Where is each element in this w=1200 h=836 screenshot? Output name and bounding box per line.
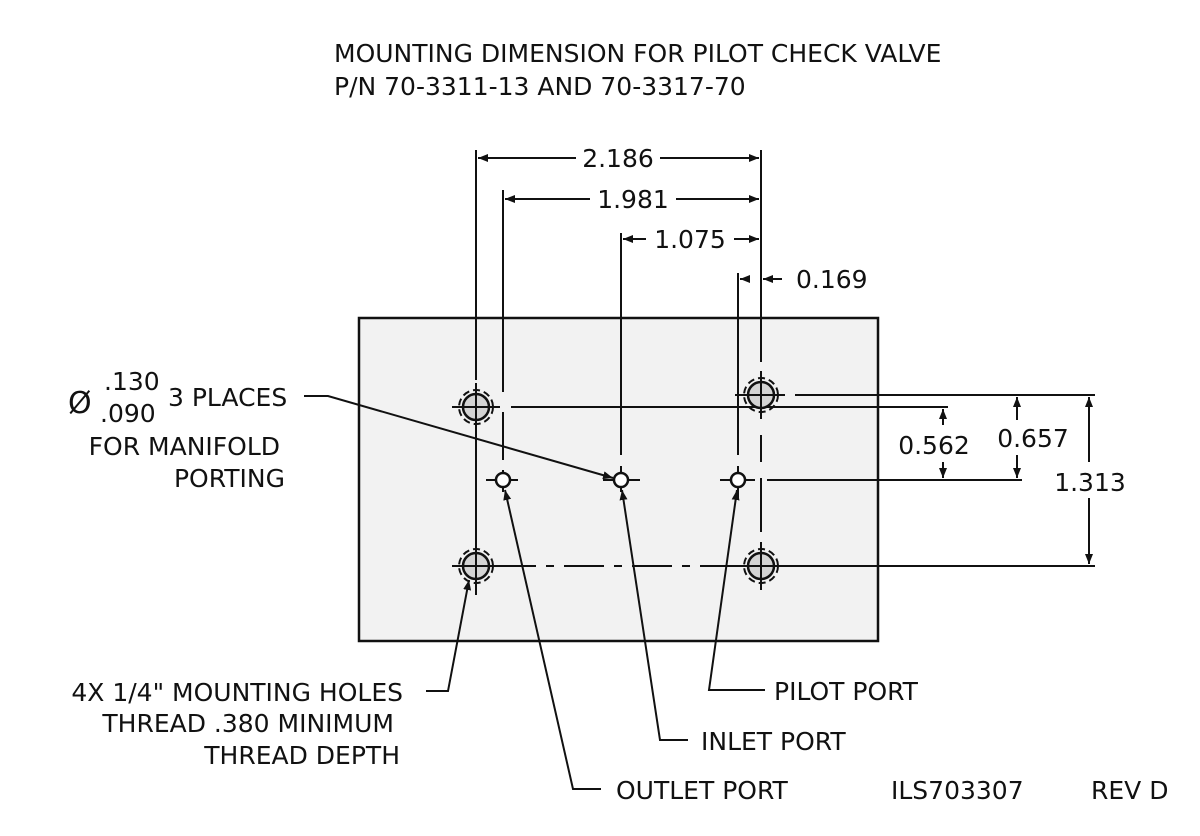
mounting-hole <box>452 542 500 590</box>
mounting-hole <box>737 371 785 419</box>
mounting-line-1: 4X 1/4" MOUNTING HOLES <box>71 678 403 707</box>
dim-label: 0.562 <box>898 431 970 460</box>
mounting-hole-callout: 4X 1/4" MOUNTING HOLES THREAD .380 MINIM… <box>71 579 472 770</box>
outlet-port-hole <box>494 471 512 489</box>
dimension-1075: 1.075 <box>623 225 759 254</box>
manifold-label: FOR MANIFOLD <box>89 432 280 461</box>
dim-label: 1.981 <box>597 185 669 214</box>
title-line-1: MOUNTING DIMENSION FOR PILOT CHECK VALVE <box>334 39 941 68</box>
dimension-0562: 0.562 <box>898 409 970 478</box>
dim-label: 0.657 <box>997 424 1069 453</box>
pilot-port-label: PILOT PORT <box>774 677 919 706</box>
inlet-port-callout: INLET PORT <box>619 489 846 756</box>
dimension-0169: 0.169 <box>740 265 868 294</box>
lower-tolerance: .090 <box>100 399 156 428</box>
dimension-1313: 1.313 <box>1054 397 1126 564</box>
porting-label: PORTING <box>174 464 285 493</box>
places-label: 3 PLACES <box>168 383 287 412</box>
drawing-number: ILS703307 <box>891 776 1024 805</box>
pilot-port-hole <box>729 471 747 489</box>
dimension-2186: 2.186 <box>478 144 759 173</box>
inlet-port-hole <box>612 471 630 489</box>
mounting-line-3: THREAD DEPTH <box>203 741 400 770</box>
mounting-holes <box>452 371 785 590</box>
mounting-hole <box>737 542 785 590</box>
outlet-port-callout: OUTLET PORT <box>503 489 788 805</box>
dimension-0657: 0.657 <box>997 397 1069 478</box>
outlet-port-label: OUTLET PORT <box>616 776 788 805</box>
diameter-symbol: Ø <box>68 386 92 421</box>
pilot-port-callout: PILOT PORT <box>707 489 919 706</box>
port-diameter-callout: Ø .130 .090 3 PLACES FOR MANIFOLD PORTIN… <box>68 367 614 493</box>
dimension-1981: 1.981 <box>505 185 759 214</box>
mounting-line-2: THREAD .380 MINIMUM <box>101 709 394 738</box>
dim-label: 0.169 <box>796 265 868 294</box>
revision-label: REV D <box>1091 776 1168 805</box>
upper-tolerance: .130 <box>104 367 160 396</box>
dim-label: 1.313 <box>1054 468 1126 497</box>
title-line-2: P/N 70-3311-13 AND 70-3317-70 <box>334 72 746 101</box>
dim-label: 2.186 <box>582 144 654 173</box>
inlet-port-label: INLET PORT <box>701 727 846 756</box>
dim-label: 1.075 <box>654 225 726 254</box>
mounting-hole <box>452 383 500 431</box>
